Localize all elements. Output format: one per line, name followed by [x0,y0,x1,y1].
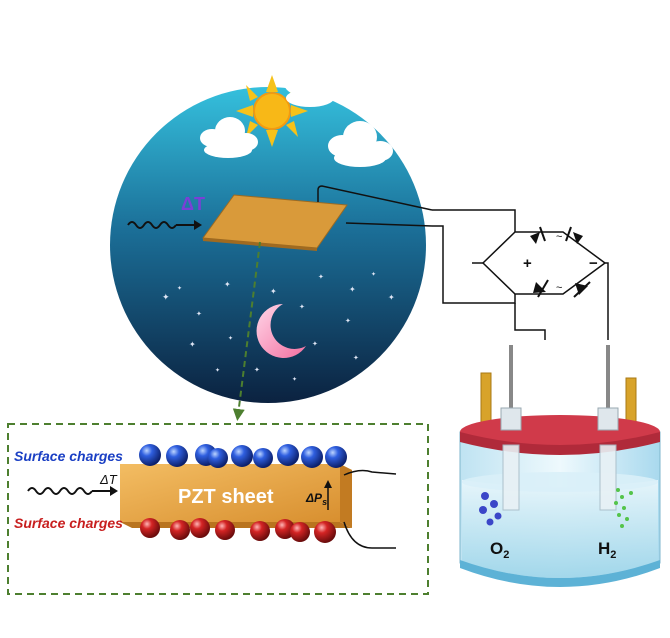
star-icon: ✦ ✦ ✦ ✦ ✦ ✦ ✦ ✦ ✦ ✦ ✦ ✦ ✦ ✦ ✦ ✦ ✦ ✦ [162,271,395,383]
delta-ps-label: ΔPs [305,491,327,507]
cloud-icon [328,121,393,167]
crescent-moon-icon [256,304,306,358]
wavy-heat-arrow-icon [27,486,118,496]
svg-text:✦: ✦ [270,287,277,296]
diode-icon [573,281,591,298]
svg-text:✦: ✦ [228,335,233,342]
bottom-surface-charges [140,518,336,543]
svg-text:~: ~ [556,282,562,294]
svg-text:✦: ✦ [215,367,220,374]
svg-text:✦: ✦ [254,366,260,374]
delta-ps-indicator [324,480,332,510]
delta-t-inset-label: ΔT [99,472,118,487]
svg-text:~: ~ [556,231,562,243]
h2-label: H2 [598,539,616,561]
svg-text:✦: ✦ [224,280,231,289]
svg-text:✦: ✦ [349,285,356,294]
svg-text:✦: ✦ [388,293,395,302]
svg-text:✦: ✦ [318,273,324,281]
svg-text:✦: ✦ [177,285,182,292]
o2-label: O2 [490,539,509,561]
svg-text:✦: ✦ [312,340,318,348]
svg-text:✦: ✦ [189,340,196,349]
delta-t-circle-label: ΔT [181,194,205,214]
svg-text:✦: ✦ [196,310,202,318]
svg-text:✦: ✦ [299,303,305,311]
surface-charges-bottom-label: Surface charges [14,515,123,531]
sun-icon [236,75,308,147]
bridge-minus-sign: − [589,255,598,272]
diode-icon [565,226,583,244]
wavy-heat-arrow-icon [127,220,202,230]
svg-text:✦: ✦ [162,292,170,302]
diode-icon [530,226,546,244]
electrolysis-cell: O2 H2 [459,345,661,587]
pzt-sheet-label: PZT sheet [178,486,274,508]
svg-text:✦: ✦ [353,354,359,362]
svg-text:✦: ✦ [371,271,376,278]
svg-text:✦: ✦ [345,317,351,325]
bridge-plus-sign: + [523,255,532,272]
cloud-icon [200,117,258,158]
svg-text:✦: ✦ [292,376,297,383]
surface-charges-top-label: Surface charges [14,448,123,464]
bridge-rectifier: ~ ~ + − [481,226,607,298]
cloud-icon [284,71,334,107]
zoom-arrow [232,241,261,421]
top-surface-charges [139,444,347,468]
diode-icon [533,279,549,298]
